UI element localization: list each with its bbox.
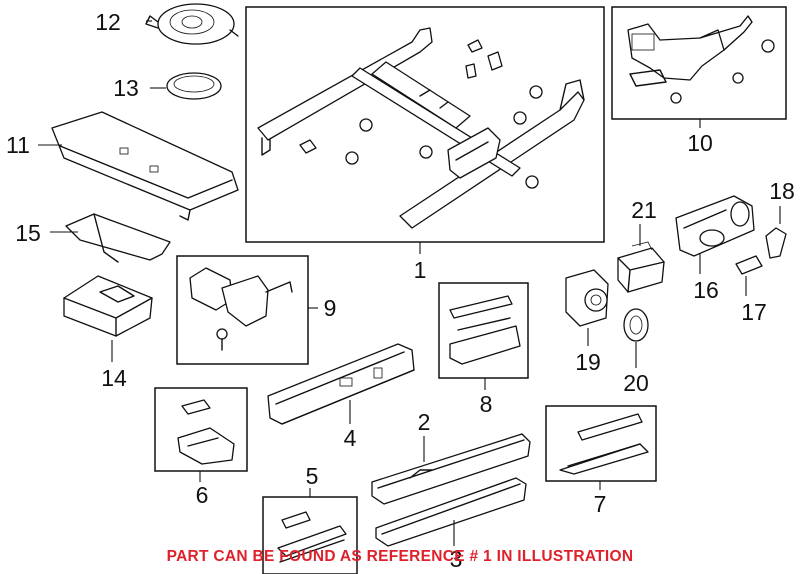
- callout-16: 16: [693, 277, 719, 303]
- part-2-rail: [371, 433, 531, 505]
- part-21-switch: [617, 241, 665, 293]
- frame-part-6: [154, 387, 248, 472]
- callout-7: 7: [594, 491, 607, 517]
- part-18-knob: [765, 227, 787, 259]
- callout-12: 12: [95, 9, 121, 35]
- part-8-pieces: [449, 295, 521, 365]
- part-17-knob: [735, 255, 763, 275]
- part-7-pieces: [559, 413, 649, 475]
- part-20-ring: [623, 308, 649, 342]
- callout-10: 10: [687, 130, 713, 156]
- part-9-motor: [189, 267, 293, 351]
- callout-19: 19: [575, 349, 601, 375]
- part-11-tray: [51, 111, 239, 221]
- callout-8: 8: [480, 391, 493, 417]
- part-15-bracket: [65, 213, 171, 263]
- part-14-module: [63, 275, 153, 337]
- callout-6: 6: [196, 482, 209, 508]
- callout-labels: 1 2 3 4 5 6 7 8 9 10 11 12 13 14 15 16 1…: [6, 9, 795, 572]
- callout-1: 1: [414, 257, 427, 283]
- callout-18: 18: [769, 178, 795, 204]
- callout-14: 14: [101, 365, 127, 391]
- seat-frame-part-1: [257, 27, 585, 229]
- callout-20: 20: [623, 370, 649, 396]
- callout-9: 9: [324, 295, 337, 321]
- motor-assembly-part-10: [627, 15, 775, 104]
- callout-11: 11: [6, 132, 30, 158]
- part-13-ring: [166, 72, 222, 100]
- callout-21: 21: [631, 197, 657, 223]
- part-16-switch-panel: [675, 195, 755, 257]
- leader-lines: [38, 20, 781, 546]
- frame-part-8: [438, 282, 529, 379]
- part-5-pieces: [277, 511, 347, 563]
- part-12-component: [145, 3, 239, 45]
- frame-part-7: [545, 405, 657, 482]
- callout-17: 17: [741, 299, 767, 325]
- frame-part-1: [245, 6, 605, 243]
- part-6-pieces: [177, 399, 235, 465]
- reference-note: PART CAN BE FOUND AS REFERENCE # 1 IN IL…: [166, 548, 634, 565]
- part-19-rotary: [565, 269, 609, 327]
- callout-4: 4: [344, 425, 357, 451]
- frame-part-9: [176, 255, 309, 365]
- callout-15: 15: [15, 220, 41, 246]
- callout-3: 3: [450, 546, 463, 572]
- frame-part-10: [611, 6, 787, 120]
- callout-2: 2: [418, 409, 431, 435]
- part-3-rail: [375, 477, 527, 547]
- callout-13: 13: [113, 75, 139, 101]
- callout-5: 5: [306, 463, 319, 489]
- part-4-rail: [267, 343, 415, 425]
